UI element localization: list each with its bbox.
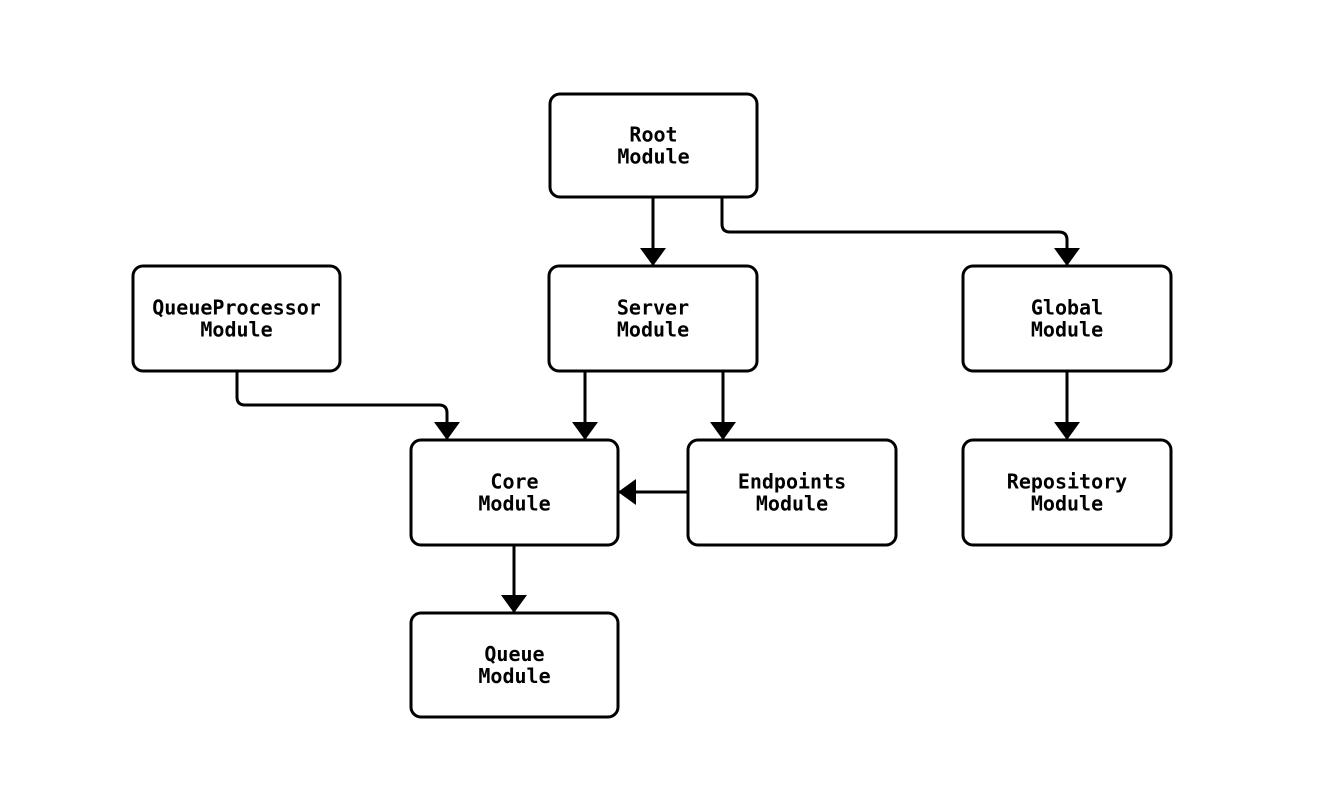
edge-queueprocessor-to-core [235,371,460,440]
node-box-root [548,92,759,199]
edges-layer [235,197,1080,613]
node-box-queueprocessor [131,264,342,373]
edge-root-to-global [720,197,1080,266]
node-box-queue [409,611,620,719]
node-box-core [409,438,620,547]
node-box-endpoints [686,438,898,547]
node-box-server [547,264,759,373]
node-box-global [961,264,1173,373]
node-box-repository [961,438,1173,547]
